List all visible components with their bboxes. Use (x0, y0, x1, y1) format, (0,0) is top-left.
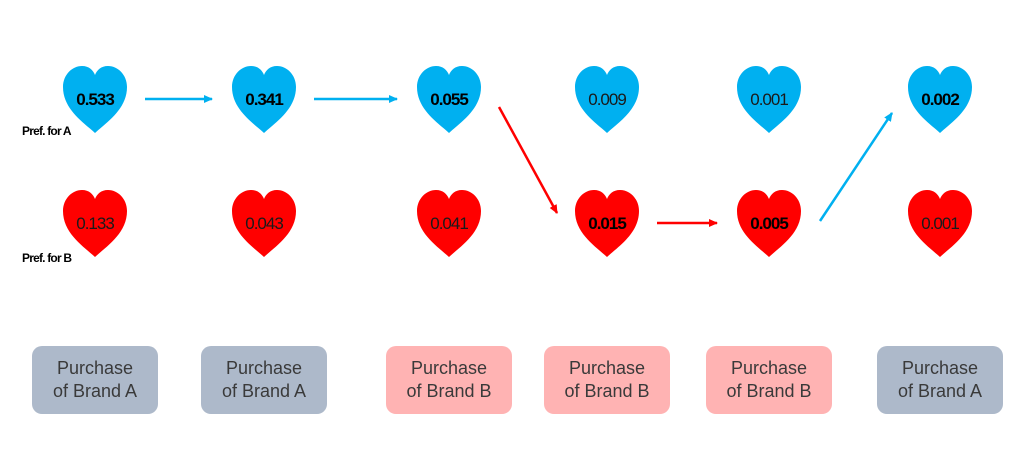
heart-icon (63, 66, 127, 133)
state-heart-a-1: 0.533 (63, 66, 127, 133)
state-heart-b-2: 0.043 (232, 190, 296, 257)
state-value: 0.043 (245, 214, 283, 233)
state-value: 0.001 (750, 90, 788, 109)
heart-icon (737, 190, 801, 257)
heart-icon (737, 66, 801, 133)
heart-icon (232, 66, 296, 133)
purchase-box-5: Purchase of Brand B (706, 346, 832, 414)
purchase-box-2: Purchase of Brand A (201, 346, 327, 414)
state-value: 0.041 (430, 214, 468, 233)
state-heart-b-4: 0.015 (575, 190, 639, 257)
state-heart-a-2: 0.341 (232, 66, 296, 133)
purchase-box-1: Purchase of Brand A (32, 346, 158, 414)
heart-icon (63, 190, 127, 257)
state-value: 0.533 (76, 90, 114, 109)
state-value: 0.001 (921, 214, 959, 233)
state-value: 0.133 (76, 214, 114, 233)
state-heart-a-4: 0.009 (575, 66, 639, 133)
transition-arrow-3 (497, 106, 559, 214)
heart-icon (575, 66, 639, 133)
purchase-box-3: Purchase of Brand B (386, 346, 512, 414)
state-heart-b-1: 0.133 (63, 190, 127, 257)
state-heart-b-5: 0.005 (737, 190, 801, 257)
heart-icon (908, 190, 972, 257)
transition-arrow-5 (818, 112, 894, 222)
heart-icon (232, 190, 296, 257)
heart-icon (417, 190, 481, 257)
state-heart-a-6: 0.002 (908, 66, 972, 133)
heart-icon (908, 66, 972, 133)
purchase-box-6: Purchase of Brand A (877, 346, 1003, 414)
state-value: 0.005 (750, 214, 788, 233)
purchase-box-4: Purchase of Brand B (544, 346, 670, 414)
state-value: 0.009 (588, 90, 626, 109)
state-value: 0.015 (588, 214, 626, 233)
state-heart-b-3: 0.041 (417, 190, 481, 257)
row-label-pref-a: Pref. for A (22, 124, 72, 138)
state-heart-b-6: 0.001 (908, 190, 972, 257)
heart-icon (417, 66, 481, 133)
state-value: 0.055 (430, 90, 468, 109)
state-heart-a-3: 0.055 (417, 66, 481, 133)
state-heart-a-5: 0.001 (737, 66, 801, 133)
state-value: 0.002 (921, 90, 959, 109)
state-value: 0.341 (245, 90, 283, 109)
heart-icon (575, 190, 639, 257)
row-label-pref-b: Pref. for B (22, 251, 72, 265)
